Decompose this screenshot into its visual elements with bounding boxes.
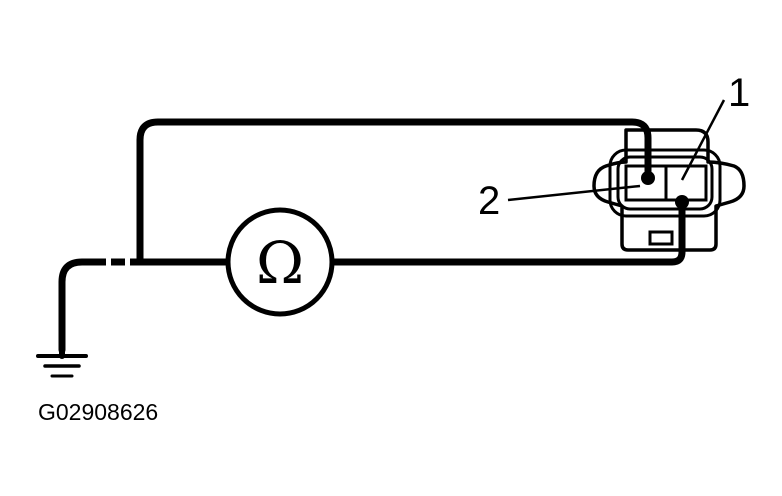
probe-dot-terminal-1 [675,195,689,209]
figure-code: G02908626 [38,399,158,425]
sensor-connector [592,128,746,252]
callout-1: 1 [728,71,750,115]
test-lead-lower-right [332,202,686,266]
leader-line-1 [680,99,726,181]
ground-wire [58,258,96,354]
ohm-symbol: Ω [256,229,304,297]
probe-dot-terminal-2 [641,171,655,185]
ohmmeter-circle [225,207,335,317]
leader-line-2 [507,184,641,202]
callout-2: 2 [478,179,500,223]
ground-icon [36,347,88,378]
